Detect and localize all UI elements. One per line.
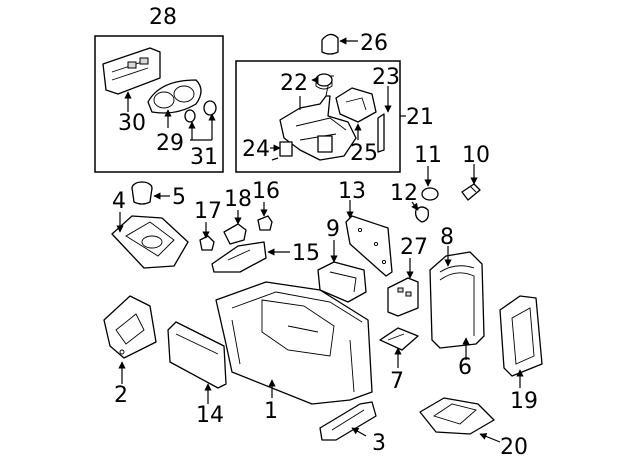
part-6-rear-panel (429, 251, 485, 349)
part-30-bezel (102, 47, 161, 95)
callout-26: 26 (360, 31, 388, 56)
callout-27: 27 (400, 235, 428, 260)
part-23-bracket (377, 113, 385, 153)
callout-6: 6 (458, 355, 472, 380)
part-14-side-panel (167, 321, 227, 389)
callout-22: 22 (280, 71, 308, 96)
part-2-side-bracket (103, 295, 157, 359)
callout-8: 8 (440, 225, 454, 250)
callout-24: 24 (242, 137, 270, 162)
callout-29: 29 (156, 131, 184, 156)
part-7-pad (379, 327, 419, 351)
part-5-cup-insert (131, 181, 153, 205)
callout-4: 4 (112, 189, 126, 214)
callout-20: 20 (500, 435, 528, 460)
callout-17: 17 (194, 199, 222, 224)
callout-2: 2 (114, 383, 128, 408)
callout-28: 28 (149, 5, 177, 30)
part-17-clip (199, 235, 215, 251)
callout-7: 7 (390, 369, 404, 394)
callout-labels: 28 30 29 31 26 22 23 21 24 25 11 10 4 5 … (112, 5, 538, 460)
part-26-cap (321, 33, 339, 55)
callout-10: 10 (462, 143, 490, 168)
callout-23: 23 (372, 65, 400, 90)
callout-21: 21 (406, 105, 434, 130)
callout-18: 18 (224, 187, 252, 212)
callout-14: 14 (196, 403, 224, 428)
callout-30: 30 (118, 111, 146, 136)
callout-25: 25 (350, 141, 378, 166)
part-3-bracket (319, 401, 377, 441)
part-19-trim (499, 295, 543, 377)
callout-19: 19 (510, 389, 538, 414)
part-29-cup-holder-ring (147, 79, 202, 114)
callout-1: 1 (264, 399, 278, 424)
callout-16: 16 (252, 179, 280, 204)
callout-15: 15 (292, 241, 320, 266)
callout-9: 9 (326, 217, 340, 242)
part-24-switch (271, 141, 293, 161)
part-11-ring (421, 187, 439, 201)
part-15-trim (211, 241, 267, 273)
part-4-tray (111, 215, 189, 269)
part-27-module (387, 277, 419, 317)
part-12-clip (414, 206, 430, 223)
part-16-clip (257, 215, 273, 231)
leader-lines (116, 37, 524, 443)
callout-5: 5 (172, 185, 186, 210)
part-18-latch (223, 223, 247, 245)
callout-31: 31 (190, 145, 218, 170)
part-21-shifter-assembly (279, 75, 357, 161)
callout-3: 3 (372, 431, 386, 456)
callout-11: 11 (414, 143, 442, 168)
part-25-shift-boot (335, 87, 377, 123)
part-20-tray (419, 397, 495, 435)
part-10-socket (461, 183, 481, 201)
part-22-shift-knob (315, 73, 333, 90)
group-box-28 (94, 35, 224, 173)
callout-12: 12 (390, 181, 418, 206)
callout-13: 13 (338, 179, 366, 204)
part-1-console-body (215, 281, 373, 405)
